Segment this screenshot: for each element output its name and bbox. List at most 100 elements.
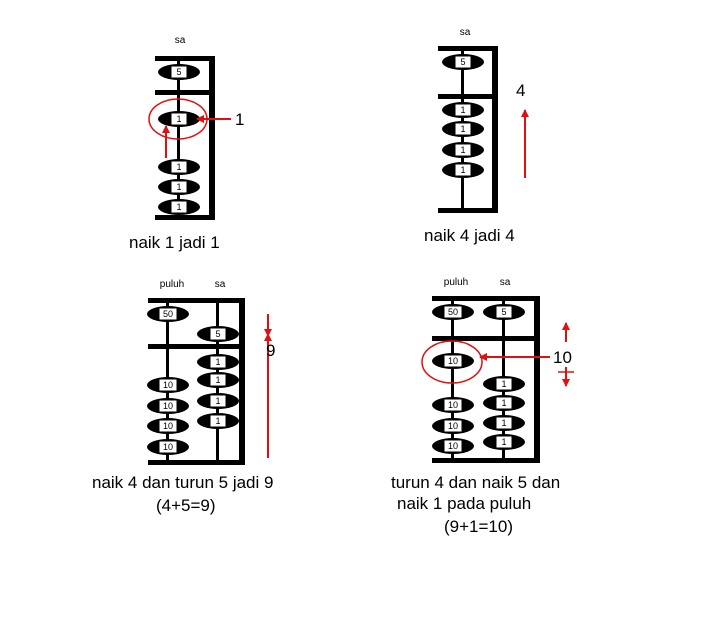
bead: 1 xyxy=(442,142,484,158)
panel-4: puluh sa 50 10 10 xyxy=(421,277,574,463)
bead-face xyxy=(495,396,513,410)
bead: 5 xyxy=(442,54,484,70)
abacus-right-frame xyxy=(239,298,245,465)
bead: 1 xyxy=(197,393,239,409)
bead-label: 1 xyxy=(215,357,220,367)
bead-label: 1 xyxy=(176,202,181,212)
caption-panel-1: naik 1 jadi 1 xyxy=(129,233,220,252)
bead: 10 xyxy=(432,418,474,434)
bead-face xyxy=(170,160,188,174)
bead: 1 xyxy=(483,376,525,392)
bead-face xyxy=(209,327,227,341)
abacus-bottom-bar xyxy=(148,460,245,465)
bead: 10 xyxy=(147,377,189,393)
rod-label-sa: sa xyxy=(460,27,471,38)
bead-face xyxy=(443,354,463,368)
bead-label: 10 xyxy=(448,441,458,451)
abacus-top-bar xyxy=(438,46,498,51)
bead-face xyxy=(495,305,513,319)
rod-label-sa: sa xyxy=(215,279,226,290)
highlight-circle xyxy=(421,340,483,384)
caption-panel-3-line-2: (4+5=9) xyxy=(156,496,216,515)
number-label: 1 xyxy=(235,110,244,129)
bead-face xyxy=(158,399,178,413)
bead-label: 5 xyxy=(460,57,465,67)
bead: 1 xyxy=(483,415,525,431)
rod-label-puluh: puluh xyxy=(444,277,468,288)
bead-label: 1 xyxy=(215,416,220,426)
bead: 10 xyxy=(147,418,189,434)
bead: 1 xyxy=(197,354,239,370)
bead-face xyxy=(454,55,472,69)
bead-label: 10 xyxy=(163,442,173,452)
bead-face xyxy=(443,419,463,433)
abacus-rod-tens xyxy=(451,296,454,463)
bead: 1 xyxy=(442,102,484,118)
abacus-right-frame xyxy=(534,296,540,463)
bead-face xyxy=(454,163,472,177)
bead-label: 50 xyxy=(163,309,173,319)
bead-face xyxy=(495,416,513,430)
bead-face xyxy=(170,65,188,79)
bead: 10 xyxy=(432,438,474,454)
panel-1: sa 5 1 1 1 xyxy=(148,35,244,220)
bead: 10 xyxy=(147,398,189,414)
bead-face xyxy=(158,378,178,392)
caption-panel-2: naik 4 jadi 4 xyxy=(424,226,515,245)
abacus-beam xyxy=(438,94,498,99)
abacus-rod xyxy=(177,56,180,220)
bead-face xyxy=(170,112,188,126)
bead: 1 xyxy=(483,434,525,450)
bead-face xyxy=(443,305,463,319)
bead-label: 1 xyxy=(176,162,181,172)
bead-face xyxy=(495,377,513,391)
bead-label: 5 xyxy=(176,67,181,77)
caption-panel-4-line-1: turun 4 dan naik 5 dan xyxy=(391,473,561,492)
bead-label: 1 xyxy=(176,182,181,192)
bead: 10 xyxy=(432,353,474,369)
bead: 50 xyxy=(432,304,474,320)
bead-label: 1 xyxy=(215,396,220,406)
bead: 1 xyxy=(442,162,484,178)
bead: 5 xyxy=(197,326,239,342)
number-label: 4 xyxy=(516,81,525,100)
bead-face xyxy=(454,122,472,136)
abacus-bottom-bar xyxy=(438,208,498,213)
bead-face xyxy=(454,103,472,117)
bead-face xyxy=(158,307,178,321)
bead-label: 1 xyxy=(460,165,465,175)
bead: 1 xyxy=(197,372,239,388)
bead-label: 10 xyxy=(448,421,458,431)
bead-label: 10 xyxy=(448,356,458,366)
bead-face xyxy=(443,439,463,453)
bead-label: 10 xyxy=(448,400,458,410)
bead: 10 xyxy=(147,439,189,455)
bead-label: 1 xyxy=(501,398,506,408)
bead: 1 xyxy=(483,395,525,411)
abacus-bottom-bar xyxy=(432,458,540,463)
bead-face xyxy=(495,435,513,449)
bead-face xyxy=(158,440,178,454)
bead: 1 xyxy=(158,179,200,195)
bead-face xyxy=(209,355,227,369)
bead-label: 1 xyxy=(460,145,465,155)
bead-label: 5 xyxy=(215,329,220,339)
caption-panel-3-line-1: naik 4 dan turun 5 jadi 9 xyxy=(92,473,274,492)
bead-label: 50 xyxy=(448,307,458,317)
bead-label: 10 xyxy=(163,380,173,390)
bead-face xyxy=(443,398,463,412)
bead: 5 xyxy=(483,304,525,320)
bead-label: 1 xyxy=(501,437,506,447)
abacus-top-bar xyxy=(155,56,215,61)
bead: 5 xyxy=(158,64,200,80)
abacus-beam xyxy=(148,344,245,349)
bead: 10 xyxy=(432,397,474,413)
rod-label-sa: sa xyxy=(500,277,511,288)
bead: 1 xyxy=(197,413,239,429)
caption-panel-4-line-3: (9+1=10) xyxy=(444,517,513,536)
bead-face xyxy=(209,394,227,408)
bead-label: 1 xyxy=(460,105,465,115)
bead-face xyxy=(170,200,188,214)
number-label: 10 xyxy=(553,348,572,367)
